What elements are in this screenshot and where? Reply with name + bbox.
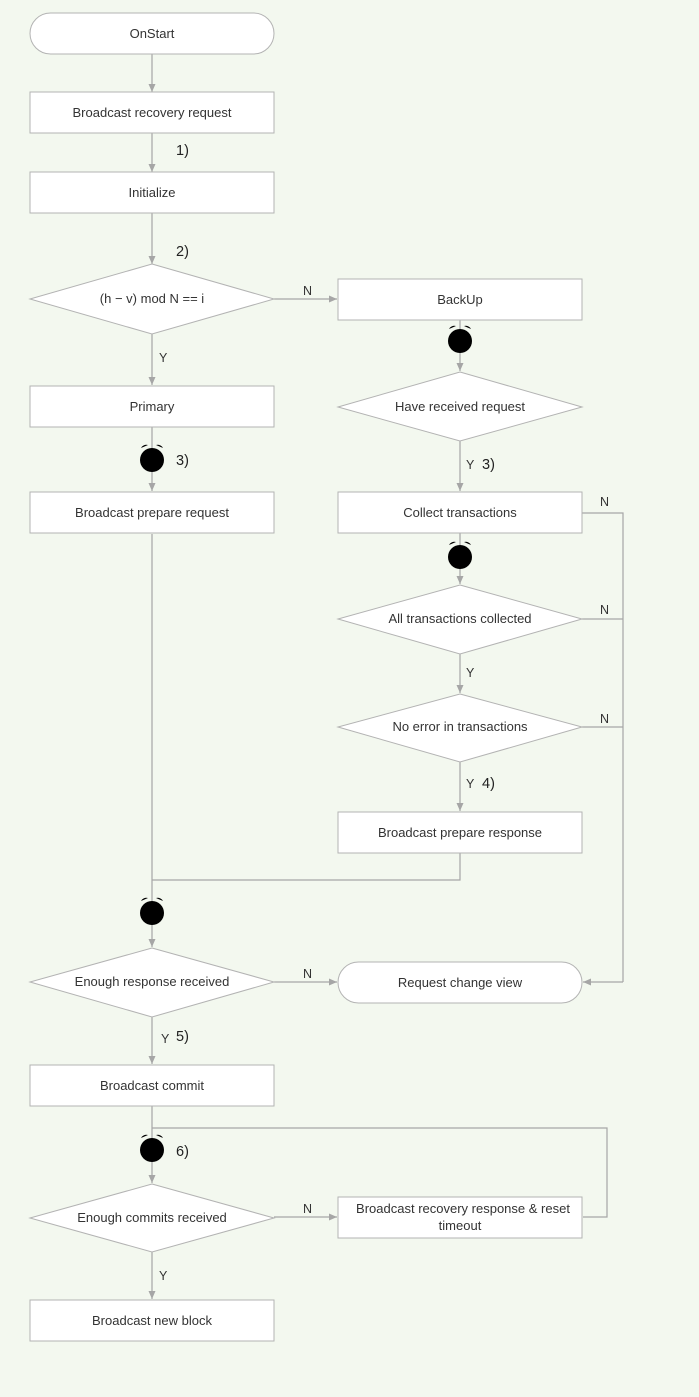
edge-label-no-all-collected: N <box>600 603 609 617</box>
node-broadcast-recovery-response-label-line1: Broadcast recovery response & reset <box>356 1201 570 1216</box>
alarm-clock-icon <box>140 897 164 928</box>
edge-recovery-response-loop <box>152 1127 608 1218</box>
node-all-transactions-collected <box>336 584 584 655</box>
edge-label-yes-commit: Y <box>161 1032 170 1046</box>
node-have-received-request <box>336 371 584 442</box>
node-backup-label: BackUp <box>437 292 483 307</box>
edge-label-no-backup: N <box>303 284 312 298</box>
edges <box>148 54 624 1299</box>
edge-label-no-collect: N <box>600 495 609 509</box>
node-broadcast-prepare-response-label: Broadcast prepare response <box>378 825 542 840</box>
step-label-1: 1) <box>176 143 189 159</box>
edge-labels: N Y Y N N Y N Y N Y N Y <box>159 284 609 1283</box>
alarm-clock-icon <box>448 325 472 356</box>
nodes: OnStart Broadcast recovery request Initi… <box>28 12 584 1342</box>
node-all-transactions-collected-label: All transactions collected <box>388 611 531 626</box>
node-enough-response-received <box>28 947 276 1018</box>
node-broadcast-prepare-request-label: Broadcast prepare request <box>75 505 229 520</box>
step-label-3-backup: 3) <box>482 457 495 473</box>
node-initialize <box>29 171 275 214</box>
node-have-received-request-label: Have received request <box>395 399 525 414</box>
step-label-3-primary: 3) <box>176 453 189 469</box>
node-enough-response-received-label: Enough response received <box>75 974 230 989</box>
node-broadcast-new-block-label: Broadcast new block <box>92 1313 212 1328</box>
edge-label-yes-no-error: Y <box>466 777 475 791</box>
edge-label-yes-all-collected: Y <box>466 666 475 680</box>
edge-prepare-response-join <box>152 853 461 881</box>
node-onstart-label: OnStart <box>130 26 175 41</box>
node-collect-transactions <box>337 491 583 534</box>
node-broadcast-recovery-response-label-line2: timeout <box>439 1218 482 1233</box>
node-collect-transactions-label: Collect transactions <box>403 505 517 520</box>
node-enough-commits-received-label: Enough commits received <box>77 1210 227 1225</box>
edge-label-no-no-error: N <box>600 712 609 726</box>
alarm-clock-icon <box>140 1134 164 1165</box>
node-onstart <box>29 12 275 55</box>
node-enough-commits-received <box>28 1183 276 1253</box>
step-label-2: 2) <box>176 244 189 260</box>
node-broadcast-commit-label: Broadcast commit <box>100 1078 204 1093</box>
edge-label-no-change-view: N <box>303 967 312 981</box>
edge-label-no-recovery-response: N <box>303 1202 312 1216</box>
node-initialize-label: Initialize <box>129 185 176 200</box>
step-label-4: 4) <box>482 776 495 792</box>
node-primary-check-label: (h − v) mod N == i <box>100 291 205 306</box>
node-broadcast-recovery-request <box>29 91 275 134</box>
step-label-6: 6) <box>176 1144 189 1160</box>
step-label-5: 5) <box>176 1029 189 1045</box>
node-no-error-in-transactions <box>336 693 584 763</box>
node-broadcast-prepare-request <box>29 491 275 534</box>
node-broadcast-recovery-response <box>337 1196 583 1239</box>
node-no-error-in-transactions-label: No error in transactions <box>392 719 528 734</box>
edge-collect-to-change-view <box>582 512 624 982</box>
node-broadcast-prepare-response <box>337 811 583 854</box>
node-backup <box>337 278 583 321</box>
node-primary <box>29 385 275 428</box>
node-primary-check <box>28 263 276 335</box>
node-request-change-view-label: Request change view <box>398 975 523 990</box>
node-broadcast-new-block <box>29 1299 275 1342</box>
node-primary-label: Primary <box>130 399 175 414</box>
node-request-change-view <box>337 961 583 1004</box>
alarm-clock-icon <box>140 444 164 475</box>
edge-label-yes-primary: Y <box>159 351 168 365</box>
step-labels: 1) 2) 3) 3) 4) 5) 6) <box>176 143 495 1160</box>
alarm-clock-icon <box>448 541 472 572</box>
edge-label-yes-new-block: Y <box>159 1269 168 1283</box>
node-broadcast-recovery-request-label: Broadcast recovery request <box>73 105 232 120</box>
node-broadcast-commit <box>29 1064 275 1107</box>
edge-label-yes-collect: Y <box>466 458 475 472</box>
